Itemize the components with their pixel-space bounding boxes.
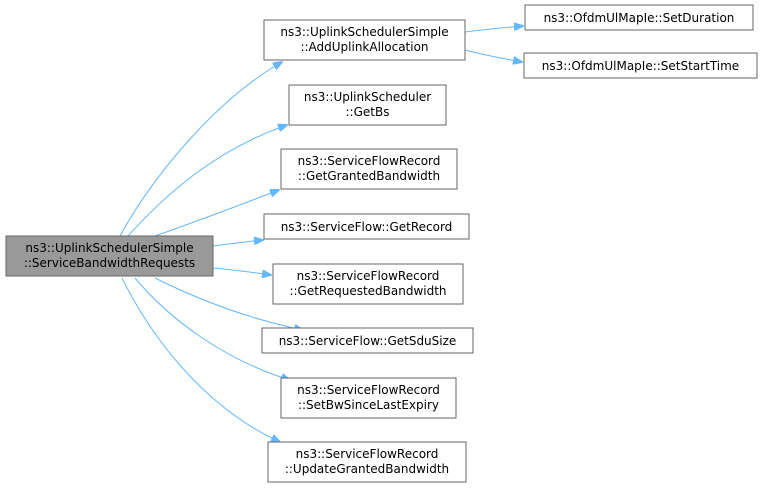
node-label-line2: ::GetBs: [346, 105, 390, 119]
node-box: [523, 52, 758, 79]
node-box: [280, 148, 458, 190]
edge-add-uplink-allocation-to-set-duration: [464, 26, 523, 33]
node-box: [272, 263, 464, 305]
node-label-line1: ns3::UplinkSchedulerSimple: [25, 241, 193, 255]
node-label-line1: ns3::UplinkSchedulerSimple: [280, 25, 448, 39]
node-box: [280, 377, 457, 419]
node-label-line1: ns3::ServiceFlow::GetRecord: [281, 220, 453, 234]
node-box: [524, 4, 754, 31]
node-box: [288, 84, 447, 126]
node-label-line2: ::AddUplinkAllocation: [300, 40, 428, 54]
edge-root-to-get-record: [212, 240, 263, 247]
node-box: [261, 327, 474, 354]
node-set-start-time[interactable]: ns3::OfdmUlMapIe::SetStartTime: [523, 52, 758, 79]
edges: [119, 26, 523, 442]
edge-root-to-add-uplink-allocation: [119, 62, 282, 237]
node-label-line1: ns3::ServiceFlow::GetSduSize: [279, 334, 457, 348]
node-box: [5, 235, 214, 277]
node-get-requested-bandwidth[interactable]: ns3::ServiceFlowRecord ::GetRequestedBan…: [272, 263, 464, 305]
node-label-line1: ns3::OfdmUlMapIe::SetStartTime: [542, 59, 739, 73]
node-box: [263, 213, 470, 240]
node-set-duration[interactable]: ns3::OfdmUlMapIe::SetDuration: [524, 4, 754, 31]
node-service-bandwidth-requests[interactable]: ns3::UplinkSchedulerSimple ::ServiceBand…: [5, 235, 214, 277]
node-label-line1: ns3::UplinkScheduler: [304, 90, 431, 104]
node-label-line2: ::GetGrantedBandwidth: [298, 169, 440, 183]
node-get-sdu-size[interactable]: ns3::ServiceFlow::GetSduSize: [261, 327, 474, 354]
edge-root-to-set-bw-since-last-expiry: [134, 277, 290, 380]
node-label-line1: ns3::OfdmUlMapIe::SetDuration: [544, 11, 735, 25]
node-set-bw-since-last-expiry[interactable]: ns3::ServiceFlowRecord ::SetBwSinceLastE…: [280, 377, 457, 419]
node-add-uplink-allocation[interactable]: ns3::UplinkSchedulerSimple ::AddUplinkAl…: [263, 19, 466, 61]
node-label-line1: ns3::ServiceFlowRecord: [296, 447, 439, 461]
node-label-line2: ::ServiceBandwidthRequests: [24, 256, 195, 270]
node-box: [263, 19, 466, 61]
node-update-granted-bandwidth[interactable]: ns3::ServiceFlowRecord ::UpdateGrantedBa…: [267, 441, 467, 483]
edge-root-to-update-granted-bandwidth: [121, 277, 280, 442]
node-label-line2: ::SetBwSinceLastExpiry: [298, 398, 439, 412]
node-get-granted-bandwidth[interactable]: ns3::ServiceFlowRecord ::GetGrantedBandw…: [280, 148, 458, 190]
node-label-line2: ::GetRequestedBandwidth: [289, 284, 446, 298]
node-get-bs[interactable]: ns3::UplinkScheduler ::GetBs: [288, 84, 447, 126]
node-label-line1: ns3::ServiceFlowRecord: [297, 269, 440, 283]
edge-root-to-get-sdu-size: [154, 277, 303, 330]
node-label-line1: ns3::ServiceFlowRecord: [297, 383, 440, 397]
edge-root-to-get-bs: [127, 125, 287, 237]
node-get-record[interactable]: ns3::ServiceFlow::GetRecord: [263, 213, 470, 240]
node-label-line1: ns3::ServiceFlowRecord: [298, 154, 441, 168]
edge-add-uplink-allocation-to-set-start-time: [464, 49, 522, 62]
edge-root-to-get-granted-bandwidth: [154, 190, 279, 237]
node-box: [267, 441, 467, 483]
node-label-line2: ::UpdateGrantedBandwidth: [285, 462, 449, 476]
edge-root-to-get-requested-bandwidth: [212, 267, 271, 275]
